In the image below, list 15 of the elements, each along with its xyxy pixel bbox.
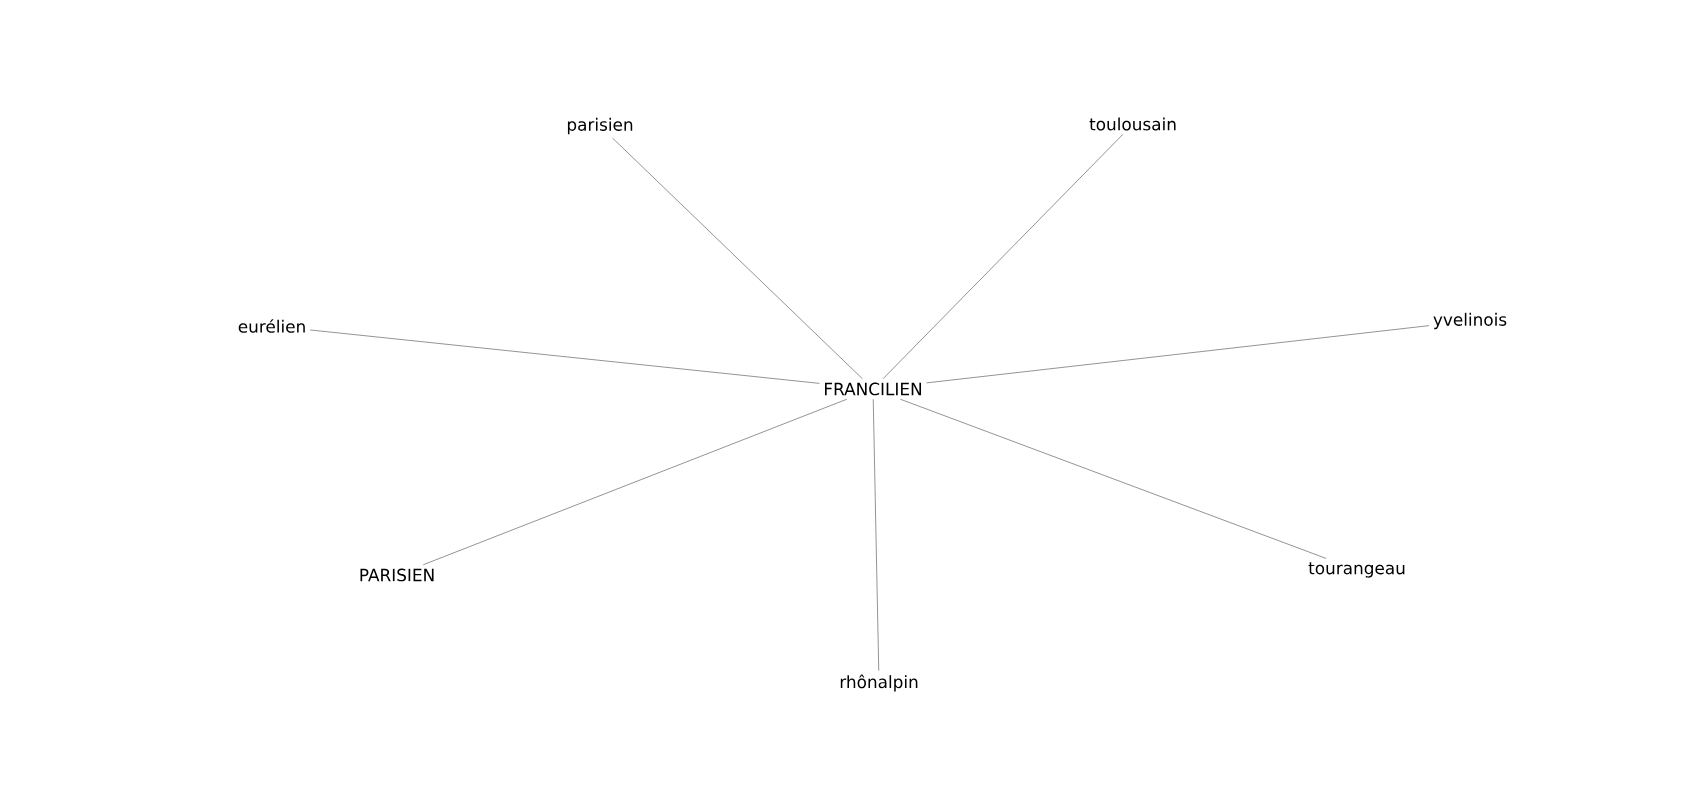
word-label: FRANCILIEN bbox=[825, 382, 921, 396]
connector-line bbox=[309, 329, 820, 384]
word-label: yvelinois bbox=[1433, 312, 1507, 330]
connector-line bbox=[422, 398, 848, 566]
connector-line bbox=[872, 398, 880, 671]
connector-line bbox=[882, 134, 1124, 380]
connector-line bbox=[900, 398, 1327, 559]
connector-line bbox=[926, 325, 1430, 384]
connector-line bbox=[612, 137, 863, 380]
word-label: toulousain bbox=[1089, 117, 1176, 131]
word-label: parisien bbox=[567, 117, 633, 135]
word-label: rhônalpin bbox=[840, 674, 918, 692]
word-label: tourangeau bbox=[1308, 562, 1405, 578]
word-label: PARISIEN bbox=[360, 568, 434, 582]
word-label: eurélien bbox=[238, 319, 305, 333]
